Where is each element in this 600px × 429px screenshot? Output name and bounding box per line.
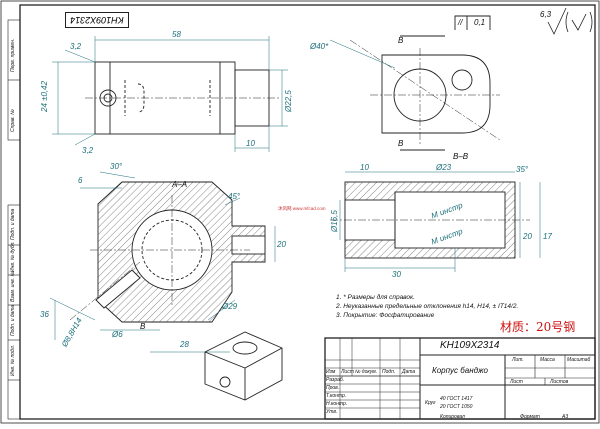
top-view	[85, 61, 280, 135]
label-mass: Масса	[540, 357, 555, 363]
col-izm: Изм	[326, 369, 336, 375]
side-strip	[7, 19, 21, 420]
side-label-2: Справ. №	[10, 109, 16, 132]
section-b-dims	[339, 171, 541, 272]
dim-20-b: 20	[523, 232, 532, 241]
label-sheets: Листов	[550, 379, 569, 385]
roughness-value: 6,3	[540, 10, 552, 19]
side-view-dims	[329, 39, 396, 69]
side-label-3: Подп. и дата	[10, 208, 16, 240]
label-section-b: В–В	[453, 152, 469, 161]
dim-24: 24 ±0,42	[40, 80, 49, 112]
section-a	[69, 181, 266, 323]
watermark: 沐风网 www.mfcad.com	[278, 206, 326, 211]
label-kruge: Круг	[425, 400, 436, 406]
dim-3-2-bottom: 3,2	[82, 146, 94, 155]
designation-stamp: KH109X2314	[65, 12, 129, 28]
dim-17: 17	[543, 232, 552, 241]
dim-36: 36	[40, 310, 49, 319]
label-copied: Копировал	[440, 414, 465, 420]
row-razrab: Разраб.	[326, 377, 345, 383]
dim-3-2-top: 3,2	[70, 42, 82, 51]
dim-20-a: 20	[277, 240, 286, 249]
row-tkontr: Т.контр.	[326, 393, 347, 399]
label-sheet: Лист	[510, 379, 523, 385]
side-label-4: Инв. № дубл.	[10, 241, 16, 272]
title-block	[324, 337, 596, 420]
section-b	[330, 181, 530, 259]
roughness-mark	[547, 7, 593, 35]
dim-35-deg: 35°	[516, 165, 529, 174]
col-list: Лист	[341, 369, 354, 375]
dim-phi-6: Ø6	[112, 330, 123, 339]
label-lit: Лит.	[512, 357, 524, 363]
row-utv: Утв.	[326, 409, 338, 415]
material-line-2: 20 ГОСТ 1050	[440, 404, 473, 410]
dim-45-deg: 45°	[228, 192, 241, 201]
dim-28: 28	[180, 340, 189, 349]
side-label-7: Инв. № подл.	[10, 344, 16, 376]
side-label-1: Перв. примен.	[10, 38, 16, 72]
title-part-name: Корпус банджо	[432, 366, 488, 375]
dim-58: 58	[172, 30, 181, 39]
label-b-top: В	[398, 36, 404, 45]
tolerance-symbol: //	[458, 18, 463, 27]
dim-40: Ø40*	[310, 42, 329, 51]
side-label-5: Взам. инв. №	[10, 271, 16, 302]
col-date: Дата	[402, 369, 416, 375]
label-b-section-a: В	[140, 322, 146, 331]
side-label-6: Подп. и дата	[10, 304, 16, 336]
dim-29: Ø29	[222, 302, 238, 311]
tolerance-value: 0,1	[474, 18, 486, 27]
dim-10-top: 10	[246, 139, 255, 148]
top-view-dims	[52, 36, 288, 152]
note-3: 3. Покрытие: Фосфатирование	[336, 312, 435, 319]
col-sign: Подп.	[382, 369, 396, 375]
label-section-a: А–А	[172, 180, 188, 189]
row-nkontr: Н.контр.	[326, 401, 348, 407]
dim-10-b: 10	[360, 163, 369, 172]
dim-30-deg: 30°	[110, 162, 123, 171]
side-view	[349, 15, 501, 151]
label-scale: Масштаб	[567, 357, 591, 363]
dim-16-5: Ø16,5	[330, 210, 339, 232]
title-designation: KH109X2314	[440, 340, 500, 351]
label-format: Формат	[520, 414, 540, 420]
dim-22-5: Ø22,5	[284, 90, 293, 112]
dim-6: 6	[78, 176, 83, 185]
isometric-sketch	[204, 331, 283, 401]
row-prov: Пров.	[326, 385, 340, 391]
section-a-dims	[49, 171, 276, 353]
dim-23: Ø23	[436, 163, 452, 172]
note-2: 2. Неуказанные предельные отклонения h14…	[336, 303, 519, 310]
format-value: А3	[562, 414, 569, 420]
dim-30: 30	[392, 270, 401, 279]
material-line-1: 40 ГОСТ 1417	[440, 396, 473, 402]
col-doc: № докум.	[355, 369, 378, 375]
material-note: 材质：20号钢	[500, 320, 576, 334]
label-b-bottom: В	[398, 139, 404, 148]
note-1: 1. * Размеры для справок.	[336, 294, 415, 301]
